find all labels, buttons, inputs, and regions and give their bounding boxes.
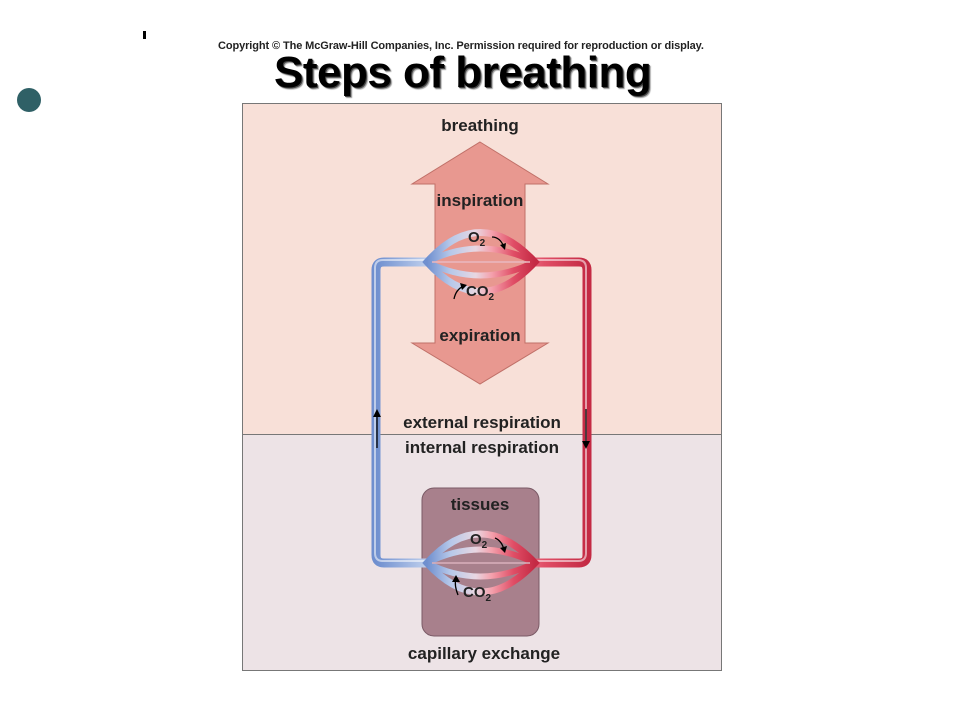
slide-bullet bbox=[17, 88, 41, 112]
tick-mark bbox=[143, 31, 146, 39]
page-title: Steps of breathing bbox=[274, 48, 652, 97]
breathing-double-arrow bbox=[410, 141, 550, 385]
lung-co2-label: CO2 bbox=[466, 283, 495, 303]
external-respiration-label: external respiration bbox=[403, 413, 561, 432]
breathing-label: breathing bbox=[441, 116, 518, 135]
copyright-notice: Copyright © The McGraw-Hill Companies, I… bbox=[218, 40, 704, 52]
breathing-diagram: breathing inspiration expiration externa… bbox=[242, 103, 722, 671]
tissue-co2-label: CO2 bbox=[463, 584, 492, 604]
internal-respiration-label: internal respiration bbox=[405, 438, 559, 457]
inspiration-label: inspiration bbox=[437, 191, 524, 210]
tissue-capillaries bbox=[422, 530, 540, 596]
capillary-exchange-label: capillary exchange bbox=[408, 644, 560, 663]
expiration-label: expiration bbox=[439, 326, 520, 345]
tissues-label: tissues bbox=[451, 495, 510, 514]
tissue-o2-label: O2 bbox=[470, 531, 488, 551]
lung-o2-label: O2 bbox=[468, 229, 486, 249]
lung-capillaries bbox=[422, 229, 540, 295]
